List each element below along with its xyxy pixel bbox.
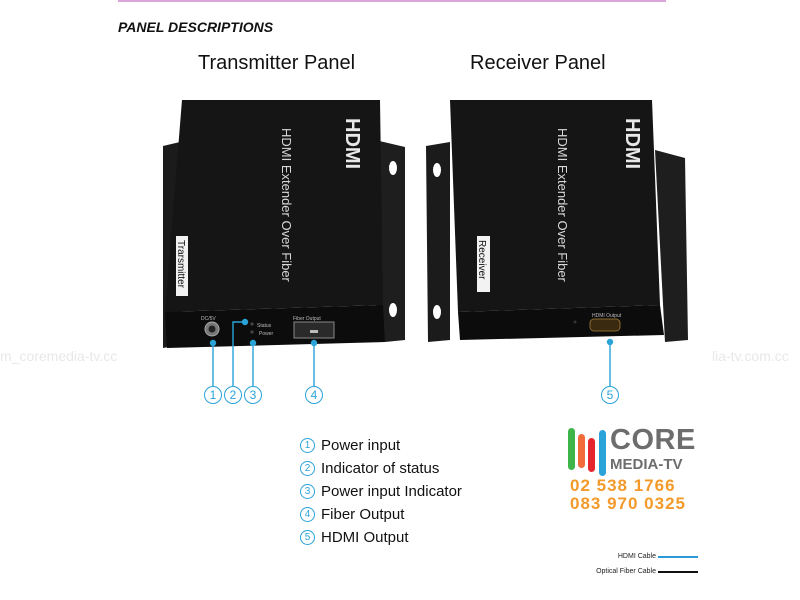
- power-led: [250, 330, 254, 334]
- fiber-port-inner: [310, 330, 318, 333]
- receiver-flange-left: [426, 142, 450, 342]
- fiber-output-label: Fiber Output: [293, 316, 321, 322]
- dc-label: DC/5V: [201, 316, 216, 322]
- callout-dot-1: [209, 339, 217, 347]
- legend-number: 5: [300, 530, 315, 545]
- logo-bar-blue: [599, 430, 606, 476]
- callout-dot-5: [606, 338, 614, 346]
- legend-item: 4 Fiber Output: [300, 503, 462, 526]
- transmitter-panel-title: Transmitter Panel: [198, 52, 356, 74]
- legend-number: 1: [300, 438, 315, 453]
- logo-bar-orange: [578, 434, 585, 468]
- legend-label: Indicator of status: [321, 460, 440, 477]
- receiver-flange-right: [655, 150, 688, 342]
- legend-item: 5 HDMI Output: [300, 526, 462, 549]
- receiver-led: [573, 320, 577, 324]
- cable-legend-fiber: Optical Fiber Cable: [596, 568, 698, 575]
- cable-legend-hdmi: HDMI Cable: [618, 553, 698, 560]
- receiver-device: HDMI HDMI Extender Over Fiber Receiver H…: [426, 100, 688, 386]
- receiver-hdmi-logo: HDMI: [621, 118, 643, 169]
- phone-number-2: 083 970 0325: [570, 494, 686, 513]
- hdmi-output-port: [589, 318, 621, 332]
- mount-hole: [433, 163, 441, 177]
- watermark-left: m_coremedia-tv.cc: [0, 348, 118, 364]
- top-divider-line: [118, 0, 666, 2]
- dc-power-jack-center: [208, 325, 216, 333]
- receiver-label: Receiver: [476, 240, 487, 280]
- transmitter-product-text: HDMI Extender Over Fiber: [279, 128, 294, 283]
- transmitter-top: [165, 100, 383, 312]
- legend-number: 3: [300, 484, 315, 499]
- transmitter-hdmi-logo: HDMI: [341, 118, 363, 169]
- mount-hole: [389, 161, 397, 175]
- legend-label: Power input Indicator: [321, 483, 462, 500]
- status-led: [250, 322, 254, 326]
- receiver-product-text: HDMI Extender Over Fiber: [555, 128, 570, 283]
- transmitter-device: HDMI HDMI Extender Over Fiber Trarsmitte…: [163, 100, 405, 386]
- legend-item: 2 Indicator of status: [300, 457, 462, 480]
- callout-dot-2: [241, 318, 249, 326]
- core-media-tv-logo: CORE MEDIA-TV 02 538 1766 083 970 0325: [566, 424, 696, 516]
- legend-item: 3 Power input Indicator: [300, 480, 462, 503]
- watermark-right: lia-tv.com.cc: [712, 348, 789, 364]
- callout-2: 2: [224, 386, 242, 404]
- section-title: PANEL DESCRIPTIONS: [118, 19, 274, 35]
- mount-hole: [389, 303, 397, 317]
- callout-4: 4: [305, 386, 323, 404]
- callout-line-2: [232, 321, 243, 386]
- legend-label: Fiber Output: [321, 506, 405, 523]
- callout-1: 1: [204, 386, 222, 404]
- transmitter-label-plate: [176, 236, 188, 296]
- logo-core-text: CORE: [610, 424, 696, 456]
- mount-hole: [433, 305, 441, 319]
- callout-3: 3: [244, 386, 262, 404]
- legend-label: Power input: [321, 437, 401, 454]
- phone-number-1: 02 538 1766: [570, 476, 676, 495]
- callout-dot-3: [249, 339, 257, 347]
- transmitter-label: Trarsmitter: [175, 240, 186, 289]
- receiver-label-plate: [477, 236, 490, 292]
- hdmi-output-label: HDMI Output: [592, 313, 622, 319]
- callout-dot-4: [310, 339, 318, 347]
- logo-bar-green: [568, 428, 575, 470]
- legend-number: 4: [300, 507, 315, 522]
- logo-media-text: MEDIA-TV: [610, 456, 683, 473]
- legend-item: 1 Power input: [300, 434, 462, 457]
- callout-5: 5: [601, 386, 619, 404]
- legend-label: HDMI Output: [321, 529, 409, 546]
- receiver-top: [450, 100, 660, 312]
- port-legend: 1 Power input 2 Indicator of status 3 Power…: [300, 434, 462, 549]
- receiver-panel-title: Receiver Panel: [470, 52, 606, 74]
- fiber-cable-line: [658, 570, 698, 573]
- power-led-label: Power: [259, 331, 274, 337]
- cable-legend-label: HDMI Cable: [617, 553, 656, 560]
- logo-bar-red: [588, 438, 595, 472]
- hdmi-cable-line: [658, 555, 698, 558]
- transmitter-front: [165, 305, 385, 348]
- cable-legend-label: Optical Fiber Cable: [596, 568, 656, 575]
- legend-number: 2: [300, 461, 315, 476]
- status-led-label: Status: [257, 323, 272, 329]
